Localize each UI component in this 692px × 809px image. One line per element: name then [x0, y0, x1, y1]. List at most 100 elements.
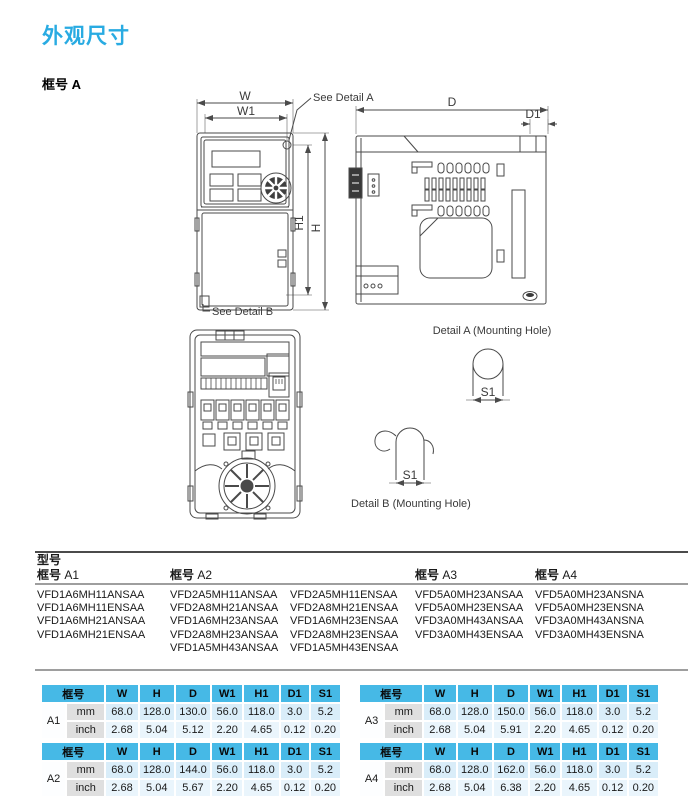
model-number: VFD1A6MH21ENSAA [37, 628, 146, 641]
value-cell: 162.0 [493, 762, 529, 778]
column-header-H: H [139, 685, 174, 702]
model-number: VFD2A8MH21ENSAA [290, 602, 399, 615]
column-header-D: D [493, 685, 529, 702]
value-cell: 3.0 [598, 704, 627, 720]
value-cell: 68.0 [424, 762, 456, 778]
column-header-H: H [457, 685, 492, 702]
column-header-D1: D1 [280, 685, 309, 702]
front-view [194, 97, 329, 312]
value-cell: 0.12 [598, 722, 627, 738]
dim-h1-label: H1 [292, 215, 306, 231]
value-cell: 5.04 [139, 780, 174, 796]
frame-label-cell: A3 [360, 704, 384, 738]
value-cell: 0.20 [628, 780, 658, 796]
column-header-H: H [457, 743, 492, 760]
column-header-H1: H1 [244, 685, 279, 702]
column-header-D1: D1 [598, 743, 627, 760]
model-number: VFD2A5MH11ENSAA [290, 589, 398, 601]
value-cell: 5.04 [457, 722, 492, 738]
model-number: VFD1A5MH43ANSAA [170, 641, 279, 654]
dimension-drawing: See Detail A See Detail B W W1 H1 H [187, 90, 557, 520]
value-cell: 118.0 [562, 762, 597, 778]
model-list-bottom-rule [35, 669, 688, 671]
frame-header-cell: 框号 [42, 743, 105, 760]
unit-label-cell: inch [67, 780, 105, 796]
column-header-D: D [175, 743, 211, 760]
column-header-D: D [493, 743, 529, 760]
see-detail-a-label: See Detail A [313, 92, 374, 104]
unit-label-cell: inch [67, 722, 105, 738]
unit-label-cell: mm [67, 704, 105, 720]
value-cell: 2.68 [424, 780, 456, 796]
detail-b-title: Detail B (Mounting Hole) [351, 498, 471, 510]
value-cell: 56.0 [212, 762, 243, 778]
value-cell: 3.0 [280, 704, 309, 720]
value-cell: 5.67 [175, 780, 211, 796]
column-header-H: H [139, 743, 174, 760]
detail-a-s1-label: S1 [481, 385, 496, 399]
value-cell: 144.0 [175, 762, 211, 778]
value-cell: 118.0 [562, 704, 597, 720]
column-header-W1: W1 [530, 685, 561, 702]
column-header-W1: W1 [530, 743, 561, 760]
value-cell: 68.0 [424, 704, 456, 720]
value-cell: 0.12 [280, 780, 309, 796]
model-list-title: 型号 [37, 553, 62, 567]
value-cell: 2.68 [424, 722, 456, 738]
column-header-W: W [424, 743, 456, 760]
model-number: VFD3A0MH43ENSNA [535, 628, 644, 641]
frame-label-cell: A4 [360, 762, 384, 796]
see-detail-b-label: See Detail B [212, 306, 273, 318]
frame-a-heading: 框号 A [42, 77, 82, 92]
model-number: VFD1A6MH23ANSAA [170, 615, 279, 628]
value-cell: 4.65 [562, 780, 597, 796]
model-group-header-A1: 框号 A1 [37, 568, 80, 582]
column-header-D1: D1 [598, 685, 627, 702]
value-cell: 0.20 [310, 780, 340, 796]
value-cell: 128.0 [139, 762, 174, 778]
value-cell: 3.0 [280, 762, 309, 778]
model-number: VFD5A0MH23ENSAA [415, 602, 524, 615]
column-header-D: D [175, 685, 211, 702]
unit-label-cell: mm [385, 704, 423, 720]
value-cell: 4.65 [244, 780, 279, 796]
open-front-view [187, 329, 303, 520]
value-cell: 150.0 [493, 704, 529, 720]
column-header-W1: W1 [212, 743, 243, 760]
value-cell: 5.2 [310, 704, 340, 720]
value-cell: 118.0 [244, 704, 279, 720]
value-cell: 68.0 [106, 704, 138, 720]
model-number: VFD3A0MH43ANSNA [535, 615, 644, 628]
value-cell: 128.0 [457, 704, 492, 720]
model-list-header-rule [35, 583, 688, 585]
value-cell: 2.20 [530, 722, 561, 738]
column-header-S1: S1 [628, 685, 658, 702]
dim-w1-label: W1 [237, 104, 255, 118]
value-cell: 4.65 [244, 722, 279, 738]
dim-w-label: W [239, 90, 251, 103]
model-number: VFD2A8MH23ENSAA [290, 628, 399, 641]
value-cell: 2.20 [212, 722, 243, 738]
model-group-header-A4: 框号 A4 [535, 568, 578, 582]
value-cell: 56.0 [530, 762, 561, 778]
detail-b-s1-label: S1 [403, 468, 418, 482]
value-cell: 4.65 [562, 722, 597, 738]
value-cell: 3.0 [598, 762, 627, 778]
model-number: VFD1A6MH21ANSAA [37, 615, 146, 628]
page-title: 外观尺寸 [42, 25, 130, 48]
value-cell: 2.68 [106, 780, 138, 796]
